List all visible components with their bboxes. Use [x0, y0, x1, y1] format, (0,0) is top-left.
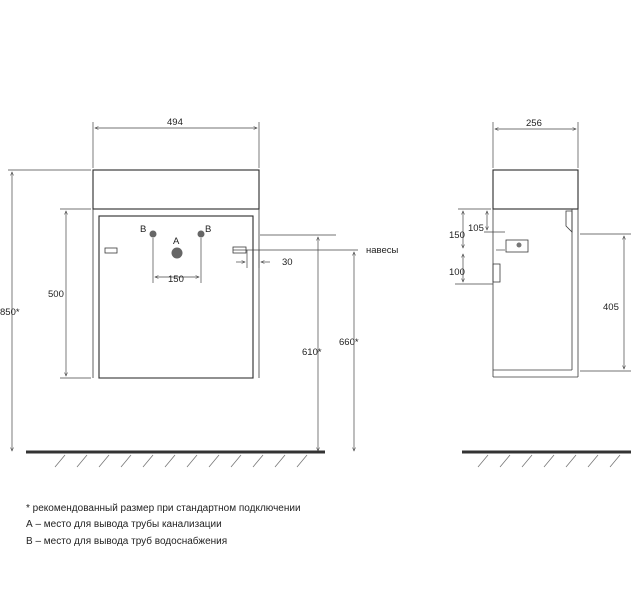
- svg-text:494: 494: [167, 117, 183, 128]
- dim-side-105: 105: [458, 208, 505, 234]
- front-floor: [26, 450, 325, 468]
- note-recommended-size: * рекомендованный размер при стандартном…: [26, 503, 301, 514]
- side-countertop: [492, 169, 579, 210]
- svg-text:256: 256: [526, 118, 542, 129]
- svg-text:150: 150: [168, 274, 184, 285]
- hinge-mark-left: [104, 247, 118, 254]
- svg-text:30: 30: [282, 257, 293, 268]
- side-floor: [462, 450, 631, 468]
- note-water-pipes: В – место для вывода труб водоснабжения: [26, 536, 228, 547]
- pipe-a-icon: [171, 247, 183, 259]
- dim-pipe-spacing: 150: [152, 238, 202, 285]
- svg-text:105: 105: [468, 223, 484, 234]
- side-cleat: [565, 210, 573, 233]
- svg-text:150: 150: [449, 230, 465, 241]
- svg-text:навесы: навесы: [366, 245, 399, 256]
- pipe-b-left-icon: [149, 230, 157, 238]
- dim-side-150: 150: [449, 211, 465, 248]
- svg-text:500: 500: [48, 289, 64, 300]
- hinge-reference: навесы: [233, 245, 505, 256]
- svg-text:100: 100: [449, 267, 465, 278]
- dim-height-660: 660*: [339, 252, 359, 451]
- dim-height-610: 610*: [260, 234, 336, 451]
- dim-total-height: 850*: [0, 169, 91, 451]
- svg-text:660*: 660*: [339, 337, 359, 348]
- note-drain-pipe: А – место для вывода трубы канализации: [26, 519, 222, 530]
- dim-side-100: 100: [449, 254, 493, 285]
- svg-text:405: 405: [603, 302, 619, 313]
- front-view: B B A: [92, 169, 260, 379]
- svg-text:850*: 850*: [0, 307, 20, 318]
- side-drain-fitting: [492, 263, 501, 283]
- dim-side-depth: 256: [492, 118, 579, 168]
- dim-side-405: 405: [580, 233, 631, 372]
- pipe-b-right-label: B: [205, 224, 211, 235]
- pipe-a-label: A: [173, 236, 180, 247]
- dim-hinge-offset: 30: [236, 250, 293, 268]
- front-countertop: [92, 169, 260, 210]
- side-view: [492, 169, 579, 378]
- pipe-b-left-label: B: [140, 224, 146, 235]
- dim-front-width: 494: [92, 117, 260, 168]
- pipe-b-right-icon: [197, 230, 205, 238]
- side-hinge-bracket: [505, 239, 529, 253]
- svg-text:610*: 610*: [302, 347, 322, 358]
- dim-cabinet-height: 500: [48, 208, 91, 379]
